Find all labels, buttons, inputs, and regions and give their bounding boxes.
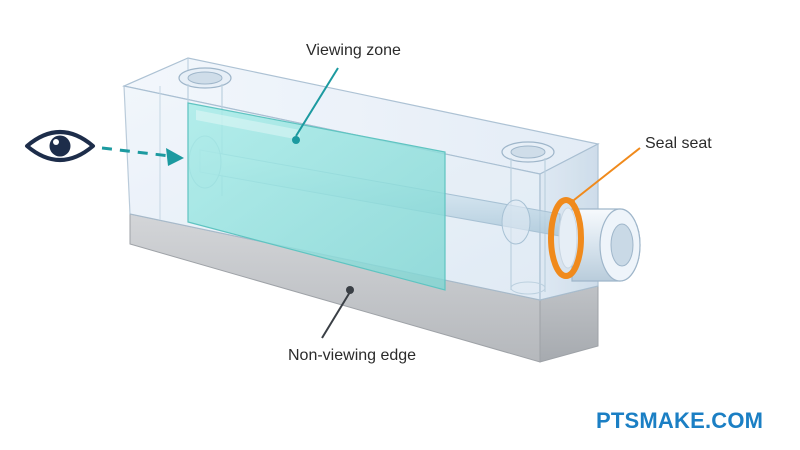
viewing-zone-leader	[295, 67, 339, 137]
seal-ring-inner	[558, 207, 578, 269]
brand-watermark: PTSMAKE.COM	[596, 408, 764, 433]
non-viewing-edge-marker	[346, 286, 354, 294]
viewing-zone-label: Viewing zone	[306, 42, 401, 59]
non-viewing-edge-label: Non-viewing edge	[288, 347, 417, 364]
eye-icon	[25, 130, 95, 162]
seal-seat-label: Seal seat	[645, 135, 712, 152]
seal-ring-outer	[548, 197, 584, 279]
channel-junction-right	[501, 199, 531, 245]
viewing-window	[187, 102, 446, 291]
bore-right-bottom	[510, 281, 546, 295]
viewing-zone-marker	[292, 136, 300, 144]
nozzle-bore	[610, 223, 634, 267]
outlet-fitting	[548, 197, 641, 282]
dashed-arrow	[101, 146, 184, 166]
viewing-window-highlight	[196, 110, 300, 140]
port-left-inner	[187, 71, 223, 85]
non-viewing-edge-leader	[321, 291, 351, 339]
seal-seat-leader	[573, 147, 641, 201]
port-right-inner	[510, 145, 546, 159]
seal-seat-marker	[569, 199, 575, 205]
